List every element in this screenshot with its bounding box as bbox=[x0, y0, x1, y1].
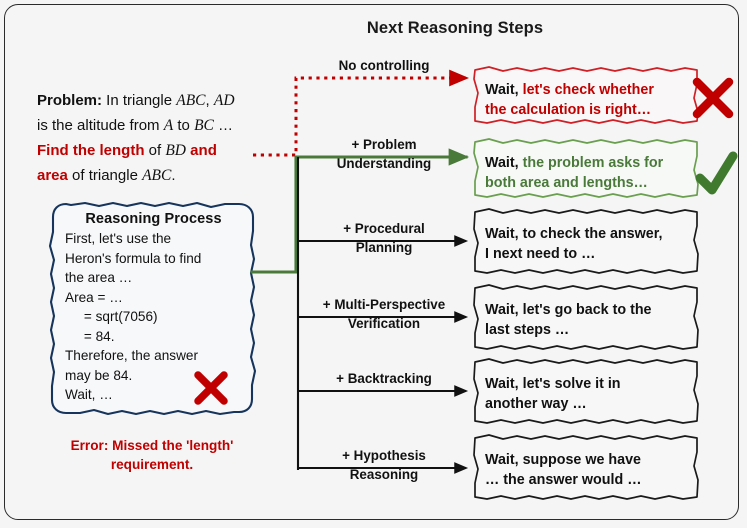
problem-l3-math: BD bbox=[165, 142, 187, 159]
problem-l1-math1: ABC bbox=[176, 92, 206, 109]
problem-l4-post: . bbox=[171, 167, 176, 184]
edge-label-hypothesis-reasoning: + Hypothesis Reasoning bbox=[300, 446, 468, 484]
edge-label-line1: + Multi-Perspective bbox=[322, 297, 446, 312]
edge-label-line2: Reasoning bbox=[349, 467, 419, 482]
step-box-backtracking[interactable]: Wait, let's solve it in another way … bbox=[475, 367, 697, 414]
edge-label-line1: + Backtracking bbox=[336, 371, 432, 386]
reasoning-line: = sqrt(7056) bbox=[65, 309, 158, 324]
edge-label-line2: Planning bbox=[355, 240, 413, 255]
edge-label-line1: + Hypothesis bbox=[342, 448, 426, 463]
problem-l4-mid: of triangle bbox=[67, 167, 143, 184]
edge-label-line1: + Problem bbox=[351, 137, 417, 152]
reasoning-line: Area = … bbox=[65, 289, 123, 305]
problem-highlight-and: and bbox=[186, 142, 217, 159]
reasoning-line: Wait, … bbox=[65, 387, 113, 402]
problem-line-3: Find the length of BD and bbox=[37, 138, 299, 163]
figure-title: Next Reasoning Steps bbox=[0, 19, 747, 38]
reasoning-process-box: Reasoning Process First, let's use the H… bbox=[52, 203, 252, 414]
error-caption-line1: Error: Missed the 'length' bbox=[70, 438, 234, 453]
step-box-problem-understanding[interactable]: Wait, the problem asks for both area and… bbox=[475, 146, 697, 193]
reasoning-line: First, let's use the bbox=[65, 231, 172, 246]
problem-l1-pre: In triangle bbox=[102, 92, 177, 109]
problem-line-1: Problem: In triangle ABC, AD bbox=[37, 88, 299, 113]
problem-statement: Problem: In triangle ABC, AD is the alti… bbox=[37, 88, 299, 188]
edge-label-no-controlling: No controlling bbox=[300, 56, 468, 75]
problem-l3-mid: of bbox=[144, 142, 166, 159]
problem-line-4: area of triangle ABC. bbox=[37, 163, 299, 188]
edge-label-multi-perspective-verification: + Multi-Perspective Verification bbox=[296, 295, 472, 333]
step-text-line2: both area and lengths… bbox=[485, 175, 648, 191]
problem-line-2: is the altitude from A to BC … bbox=[37, 113, 299, 138]
problem-l4-math: ABC bbox=[142, 167, 172, 184]
figure-title-text: Next Reasoning Steps bbox=[366, 19, 544, 37]
step-text-line2: another way … bbox=[485, 396, 587, 412]
step-text-line1: Wait, the problem asks for bbox=[485, 155, 664, 171]
reasoning-process-content: Reasoning Process First, let's use the H… bbox=[52, 203, 252, 414]
step-text-line2: the calculation is right… bbox=[485, 102, 652, 118]
step-text-line1: Wait, let's go back to the bbox=[485, 302, 652, 318]
reasoning-line: may be 84. bbox=[65, 367, 133, 383]
step-text-line2: I next need to … bbox=[485, 246, 596, 262]
edge-label-line2: Verification bbox=[347, 316, 421, 331]
problem-highlight-find-length: Find the length bbox=[37, 142, 145, 159]
step-box-no-controlling[interactable]: Wait, let's check whether the calculatio… bbox=[475, 73, 697, 120]
problem-l2-post: … bbox=[213, 117, 234, 134]
reasoning-line: the area … bbox=[65, 270, 133, 285]
reasoning-line: = 84. bbox=[65, 328, 115, 344]
problem-l2-pre: is the altitude from bbox=[37, 117, 164, 134]
reasoning-line: Therefore, the answer bbox=[65, 348, 198, 363]
problem-l2-math2: BC bbox=[194, 117, 214, 134]
problem-label: Problem: bbox=[37, 92, 103, 109]
step-box-hypothesis-reasoning[interactable]: Wait, suppose we have … the answer would… bbox=[475, 443, 697, 490]
error-caption-line2: requirement. bbox=[110, 457, 194, 472]
step-text-line1: Wait, let's solve it in bbox=[485, 376, 621, 392]
reasoning-process-title: Reasoning Process bbox=[85, 211, 222, 227]
problem-l1-math2: AD bbox=[213, 92, 235, 109]
step-text-line1: Wait, to check the answer, bbox=[485, 226, 663, 242]
problem-l2-math1: A bbox=[163, 117, 174, 134]
step-box-multi-perspective-verification[interactable]: Wait, let's go back to the last steps … bbox=[475, 293, 697, 340]
step-text-line2: last steps … bbox=[485, 322, 570, 338]
edge-label-line1: + Procedural bbox=[343, 221, 425, 236]
step-text-line1: Wait, suppose we have bbox=[485, 452, 641, 468]
problem-l1-mid: , bbox=[205, 92, 214, 109]
step-text-line2: … the answer would … bbox=[485, 472, 642, 488]
edge-label-problem-understanding: + Problem Understanding bbox=[300, 135, 468, 173]
edge-label-line1: No controlling bbox=[338, 58, 430, 73]
edge-label-backtracking: + Backtracking bbox=[300, 369, 468, 388]
reasoning-line: Heron's formula to find bbox=[65, 250, 202, 266]
problem-highlight-area: area bbox=[37, 167, 68, 184]
edge-label-procedural-planning: + Procedural Planning bbox=[300, 219, 468, 257]
edge-label-line2: Understanding bbox=[336, 156, 432, 171]
step-box-procedural-planning[interactable]: Wait, to check the answer, I next need t… bbox=[475, 217, 697, 264]
problem-l2-mid: to bbox=[173, 117, 195, 134]
error-caption: Error: Missed the 'length' requirement. bbox=[42, 436, 262, 474]
step-text-line1: Wait, let's check whether bbox=[485, 82, 654, 98]
